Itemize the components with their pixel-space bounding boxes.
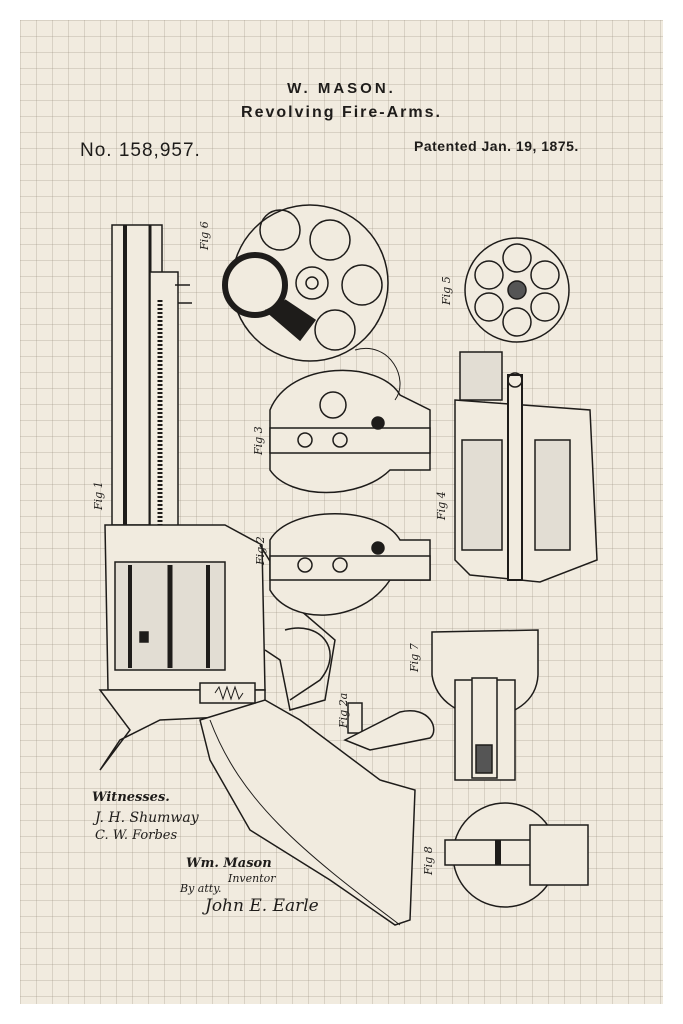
fig1-label: Fig 1: [92, 481, 105, 511]
patent-title: Revolving Fire-Arms.: [241, 104, 442, 121]
fig8-section: [444, 802, 589, 908]
fig4-label: Fig 4: [435, 491, 448, 521]
fig2a-label: Fig 2a: [337, 693, 350, 729]
fig2-label: Fig 2: [254, 536, 267, 566]
fig5-cylinder-face: [464, 237, 570, 343]
inventor-name: W. MASON.: [287, 80, 396, 97]
witnesses-label: Witnesses.: [92, 790, 170, 805]
attorney-signature: John E. Earle: [205, 896, 319, 916]
fig1-revolver: [98, 224, 416, 926]
fig5-label: Fig 5: [440, 276, 453, 306]
fig6-label: Fig 6: [198, 221, 211, 251]
fig7-label: Fig 7: [408, 643, 421, 673]
patent-date: Patented Jan. 19, 1875.: [414, 138, 579, 154]
fig7-section: [431, 629, 539, 781]
inventor-label: Inventor: [228, 872, 276, 885]
inventor-signature: Wm. Mason: [186, 856, 272, 871]
fig2a-detail: [343, 702, 435, 751]
patent-number: No. 158,957.: [80, 140, 201, 161]
fig2-section: [269, 513, 431, 616]
by-attorney-label: By atty.: [180, 882, 222, 895]
fig3-section: [269, 347, 431, 494]
fig6-cylinder-view: [222, 204, 389, 362]
witness-signature-1: J. H. Shumway: [95, 810, 199, 826]
witness-signature-2: C. W. Forbes: [95, 828, 178, 843]
fig8-label: Fig 8: [422, 846, 435, 876]
fig4-section: [454, 351, 598, 583]
fig3-label: Fig 3: [252, 426, 265, 456]
